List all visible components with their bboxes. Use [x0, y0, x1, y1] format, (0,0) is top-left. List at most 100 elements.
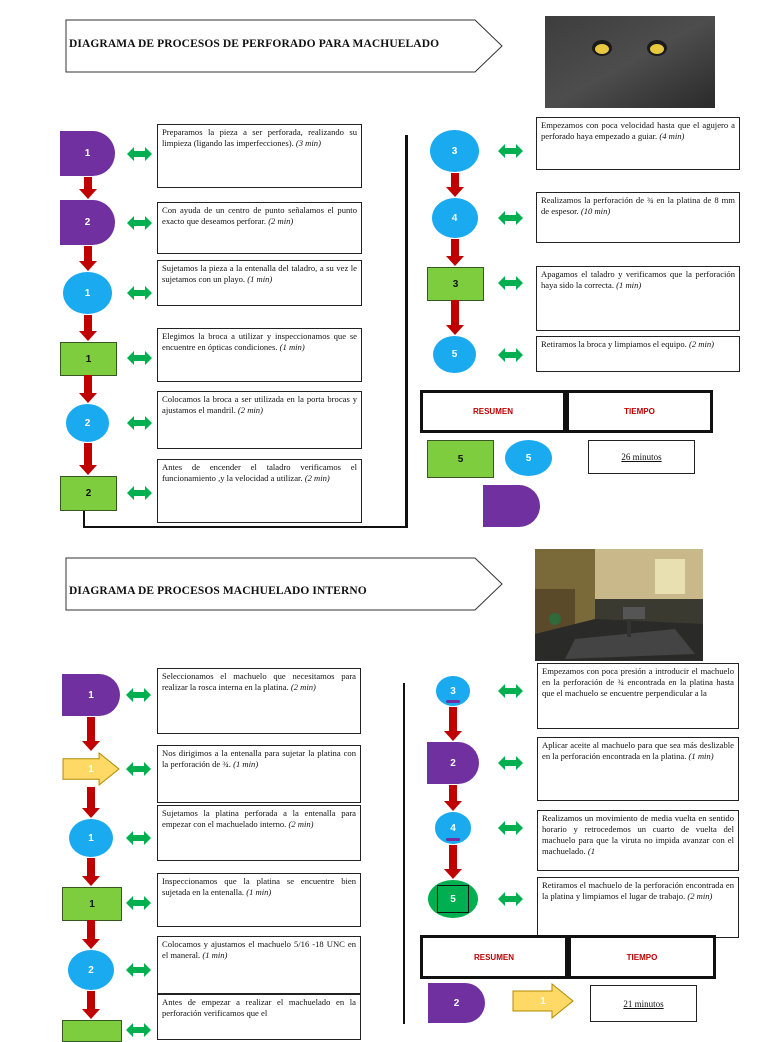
section2-title-banner: DIAGRAMA DE PROCESOS MACHUELADO INTERNO — [65, 557, 505, 612]
double-arrow-icon — [498, 211, 523, 225]
symbol-number: 5 — [451, 349, 458, 360]
down-arrow-icon — [445, 173, 464, 197]
step-time: (2 min) — [688, 339, 715, 349]
transport-symbol: 1 — [62, 752, 120, 786]
double-arrow-icon — [498, 821, 523, 835]
double-arrow-icon — [127, 351, 152, 365]
section1-title: DIAGRAMA DE PROCESOS DE PERFORADO PARA M… — [69, 38, 440, 50]
step-description-box: Retiramos el machuelo de la perforación … — [537, 877, 739, 938]
step-description-box: Empezamos con poca velocidad hasta que e… — [536, 117, 740, 170]
double-arrow-icon — [126, 896, 151, 910]
double-arrow-icon — [498, 276, 523, 290]
step-time: (2 min) — [290, 682, 316, 692]
down-arrow-icon — [78, 177, 97, 199]
symbol-number: 1 — [84, 287, 91, 299]
double-arrow-icon — [126, 1023, 151, 1037]
step-description-box: Empezamos con poca presión a introducir … — [537, 663, 739, 729]
double-arrow-icon — [127, 286, 152, 300]
double-arrow-icon — [126, 762, 151, 776]
total-time-box: 21 minutos — [590, 985, 697, 1022]
down-arrow-icon — [444, 845, 462, 879]
combined-operation-inspection-symbol: 5 — [428, 880, 478, 918]
symbol-number: 1 — [89, 898, 95, 910]
summary-label: RESUMEN — [473, 952, 514, 962]
step-time: (1 min) — [247, 274, 273, 284]
step-text: Preparamos la pieza a ser perforada, rea… — [162, 127, 357, 148]
symbol-number: 4 — [450, 822, 456, 834]
symbol-number: 2 — [84, 217, 91, 228]
banner-arrow-shape — [65, 557, 503, 611]
summary-delay-symbol: 2 — [428, 983, 485, 1023]
operation-symbol: 4 — [434, 812, 472, 844]
drilled-plate-photo — [545, 16, 715, 108]
symbol-number: 3 — [452, 278, 459, 290]
step-text: Elegimos la broca a utilizar y inspeccio… — [162, 331, 357, 352]
step-text: Antes de empezar a realizar el machuelad… — [162, 997, 356, 1018]
double-arrow-icon — [498, 756, 523, 770]
symbol-number: 1 — [85, 353, 92, 365]
double-arrow-icon — [126, 963, 151, 977]
step-description-box: Antes de encender el taladro verificamos… — [157, 459, 362, 523]
down-arrow-icon — [444, 785, 462, 811]
step-description-box: Inspeccionamos que la platina se encuent… — [157, 873, 361, 927]
progress-arc-accent — [446, 700, 460, 703]
operation-symbol: 1 — [63, 272, 112, 314]
step-text: Con ayuda de un centro de punto señalamo… — [162, 205, 357, 226]
step-time: (4 min) — [659, 131, 685, 141]
operation-symbol: 2 — [65, 404, 110, 442]
step-text: Retiramos el machuelo de la perforación … — [542, 880, 734, 901]
step-time: (2 min) — [268, 216, 294, 226]
step-time: (10 min) — [580, 206, 611, 216]
flow-connector-line — [83, 508, 85, 528]
down-arrow-icon — [82, 858, 100, 886]
summary-label: RESUMEN — [472, 407, 513, 416]
double-arrow-icon — [498, 892, 523, 906]
down-arrow-icon — [78, 375, 97, 403]
double-arrow-icon — [127, 146, 152, 161]
total-time: 21 minutos — [623, 998, 664, 1009]
down-arrow-icon — [78, 315, 97, 341]
step-text: Apagamos el taladro y verificamos que la… — [541, 269, 735, 290]
double-arrow-icon — [498, 144, 523, 158]
down-arrow-icon — [82, 787, 100, 818]
total-time-box: 26 minutos — [588, 440, 695, 474]
summary-label-box: RESUMEN — [420, 390, 566, 433]
operation-symbol: 5 — [433, 336, 476, 373]
delay-symbol: 1 — [60, 131, 115, 176]
summary-delay-count: 2 — [453, 997, 460, 1009]
operation-symbol: 3 — [435, 676, 471, 706]
flow-connector-line — [83, 526, 408, 528]
down-arrow-icon — [444, 707, 462, 741]
symbol-number: 1 — [88, 689, 94, 701]
inspection-symbol: 3 — [427, 267, 484, 301]
double-arrow-icon — [498, 684, 523, 698]
summary-delay-symbol — [483, 485, 540, 527]
summary-transport-symbol: 1 — [512, 983, 574, 1019]
step-description-box: Realizamos la perforación de ¾ en la pla… — [536, 192, 740, 243]
summary-transport-count: 1 — [540, 995, 546, 1007]
step-text: Empezamos con poca presión a introducir … — [542, 666, 734, 698]
step-description-box: Sujetamos la platina perforada a la ente… — [157, 805, 361, 861]
symbol-number: 5 — [450, 893, 456, 905]
time-label: TIEMPO — [624, 407, 655, 416]
operation-symbol: 2 — [68, 950, 114, 990]
step-time: (3 min) — [295, 138, 321, 148]
section1-title-banner: DIAGRAMA DE PROCESOS DE PERFORADO PARA M… — [65, 19, 505, 74]
step-time: (1 min) — [202, 950, 228, 960]
step-text: Inspeccionamos que la platina se encuent… — [162, 876, 356, 897]
step-time: (1 min) — [233, 759, 259, 769]
down-arrow-icon — [445, 300, 464, 335]
transport-arrow-shape — [512, 983, 574, 1019]
inspection-square-icon — [436, 885, 469, 913]
step-description-box: Aplicar aceite al machuelo para que sea … — [537, 737, 739, 801]
step-text: Nos dirigimos a la entenalla para sujeta… — [162, 748, 356, 769]
step-time: (1 min) — [279, 342, 305, 352]
time-label: TIEMPO — [626, 952, 658, 962]
symbol-number: 2 — [84, 417, 91, 429]
step-description-box: Antes de empezar a realizar el machuelad… — [157, 994, 361, 1040]
symbol-number: 1 — [84, 148, 91, 159]
summary-operation-symbol: 5 — [505, 440, 552, 476]
symbol-number: 1 — [88, 763, 94, 775]
step-description-box: Con ayuda de un centro de punto señalamo… — [157, 202, 362, 254]
delay-symbol: 2 — [60, 200, 115, 245]
